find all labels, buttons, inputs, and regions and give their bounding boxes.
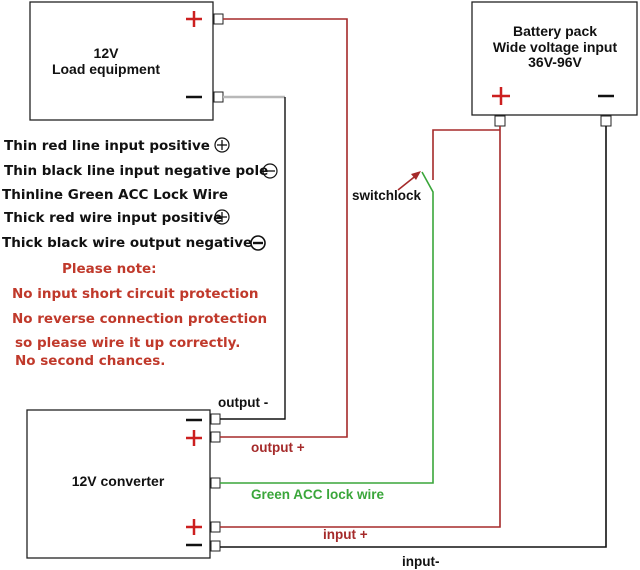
converter-box: 12V converter bbox=[26, 409, 221, 559]
output-minus-wire bbox=[220, 97, 286, 420]
legend-item-thin-black: Thin black line input negative pole bbox=[4, 163, 268, 179]
input-minus-label: input- bbox=[402, 554, 439, 569]
battery-minus-terminal bbox=[600, 115, 612, 127]
load-minus-terminal bbox=[213, 91, 224, 103]
green-acc-label: Green ACC lock wire bbox=[251, 487, 385, 502]
converter-acc-terminal bbox=[210, 477, 221, 489]
circle-minus-filled-icon bbox=[250, 235, 266, 251]
load-box-subtitle: Load equipment bbox=[52, 61, 160, 77]
output-plus-label: output + bbox=[251, 440, 305, 455]
load-equipment-box: 12V Load equipment bbox=[29, 1, 224, 121]
battery-box-voltage: 36V-96V bbox=[528, 54, 582, 70]
converter-output-plus-sign-icon bbox=[186, 430, 202, 446]
legend-item-thin-red: Thin red line input positive bbox=[4, 138, 210, 154]
warning-note: Please note: No input short circuit prot… bbox=[12, 261, 267, 369]
load-box-title: 12V bbox=[94, 45, 120, 61]
note-title: Please note: bbox=[62, 261, 157, 277]
battery-box-subtitle: Wide voltage input bbox=[493, 39, 618, 55]
input-plus-label: input + bbox=[323, 527, 368, 542]
load-plus-terminal bbox=[213, 13, 224, 25]
converter-input-plus-sign-icon bbox=[186, 519, 202, 535]
switchlock-feed-wire bbox=[432, 129, 500, 180]
converter-box-outline bbox=[26, 409, 211, 559]
legend-item-thick-black: Thick black wire output negative bbox=[2, 235, 252, 251]
input-plus-wire bbox=[220, 126, 501, 528]
note-line: so please wire it up correctly. bbox=[15, 335, 240, 351]
green-acc-wire bbox=[220, 171, 434, 484]
circle-minus-icon bbox=[262, 163, 278, 179]
output-plus-wire bbox=[220, 18, 348, 438]
input-minus-wire bbox=[220, 126, 607, 548]
switchlock-label: switchlock bbox=[352, 188, 422, 203]
converter-input-plus-terminal bbox=[210, 521, 221, 533]
circle-plus-icon bbox=[214, 137, 230, 153]
note-line: No input short circuit protection bbox=[12, 286, 259, 302]
converter-input-minus-terminal bbox=[210, 540, 221, 552]
legend-item-thick-red: Thick red wire input positive bbox=[4, 210, 222, 226]
battery-plus-terminal bbox=[494, 115, 506, 127]
battery-plus-sign-icon bbox=[492, 87, 510, 105]
converter-box-title: 12V converter bbox=[72, 473, 165, 489]
battery-box-title: Battery pack bbox=[513, 23, 597, 39]
converter-output-minus-terminal bbox=[210, 413, 221, 425]
battery-pack-box: Battery pack Wide voltage input 36V-96V bbox=[471, 1, 638, 127]
output-minus-label: output - bbox=[218, 395, 268, 410]
load-plus-sign-icon bbox=[186, 11, 202, 27]
circle-plus-icon bbox=[214, 209, 230, 225]
switchlock-arrow-icon bbox=[397, 171, 421, 191]
note-line: No second chances. bbox=[15, 353, 165, 369]
note-line: No reverse connection protection bbox=[12, 311, 267, 327]
load-box-outline bbox=[29, 1, 214, 121]
legend: Thin red line input positive Thin black … bbox=[2, 137, 278, 251]
legend-item-thin-green: Thinline Green ACC Lock Wire bbox=[2, 187, 228, 203]
converter-output-plus-terminal bbox=[210, 431, 221, 443]
